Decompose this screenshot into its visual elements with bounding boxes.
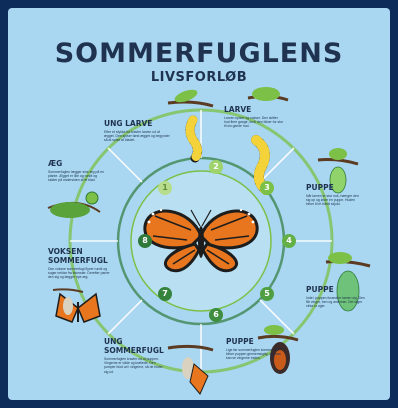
cycle-number-4: 4 [282, 234, 296, 248]
poster-subtitle: LIVSFORLØB [8, 70, 390, 85]
stage-heading-ung-larve: UNG LARVE [104, 120, 152, 129]
stage-text-puppe-1: Når larven er stor nok, hænger den sig o… [306, 194, 364, 207]
stage-heading-puppe-1: PUPPE [306, 184, 334, 193]
cycle-number-2: 2 [209, 160, 223, 174]
stage-text-aeg: Sommerfuglen lægger sine æg på en plante… [48, 170, 106, 183]
stage-text-voksen: Den voksne sommerfugl flyver rundt og su… [48, 267, 114, 280]
egg-on-leaf [48, 192, 100, 218]
cycle-number-6: 6 [209, 308, 223, 322]
stage-heading-aeg: ÆG [48, 160, 62, 169]
stage-text-puppe-2: Inde i puppen forandrer larven sig. Den … [306, 296, 368, 309]
stage-heading-ung-sommerfugl: UNG SOMMERFUGL [104, 338, 164, 355]
cycle-number-5: 5 [260, 287, 274, 301]
poster-title: SOMMERFUGLENS [8, 38, 390, 69]
stage-heading-voksen: VOKSEN SOMMERFUGL [48, 248, 108, 265]
cycle-number-7: 7 [158, 287, 172, 301]
cycle-number-1: 1 [158, 181, 172, 195]
poster: SOMMERFUGLENS LIVSFORLØB UNG LARVE Efter… [8, 8, 390, 400]
cycle-number-3: 3 [260, 181, 274, 195]
adult-butterfly-small [56, 294, 100, 322]
branch-ung-larve [168, 87, 213, 106]
stage-text-puppe-3: Lige før sommerfuglen kommer ud, bliver … [226, 348, 286, 361]
stage-heading-puppe-2: PUPPE [306, 286, 334, 295]
cycle-number-8: 8 [138, 234, 152, 248]
stage-text-ung-sommerfugl: Sommerfuglen kravler ud af puppen. Vinge… [104, 357, 166, 374]
branch-larve [248, 87, 288, 101]
stage-heading-puppe-3: PUPPE [226, 338, 254, 347]
stage-heading-larve: LARVE [224, 106, 251, 115]
stage-text-larve: Larven spiser og vokser. Den skifter hud… [224, 116, 284, 129]
stage-text-ung-larve: Efter et stykke tid kravler larven ud af… [104, 130, 170, 143]
caterpillar-young [190, 120, 198, 158]
